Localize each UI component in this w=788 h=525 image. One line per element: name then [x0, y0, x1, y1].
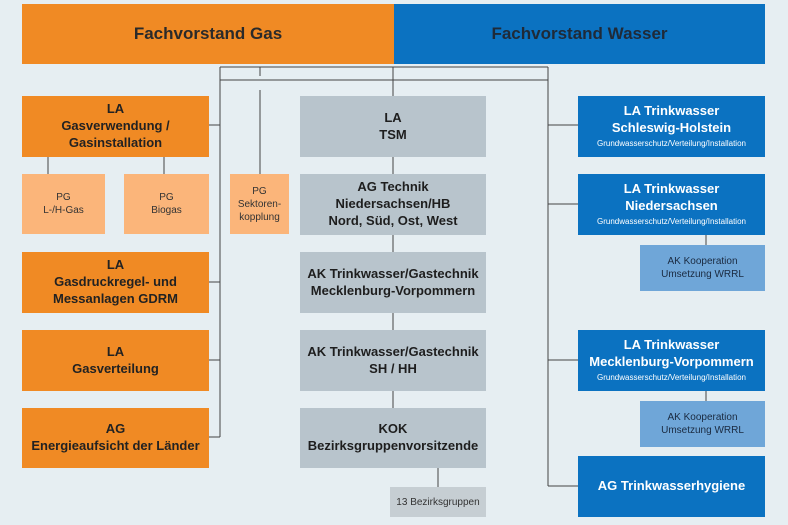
box-subline: Grundwasserschutz/Verteilung/Installatio…: [597, 373, 746, 383]
box-line: PG: [56, 192, 71, 203]
box-pg-biogas: PG Biogas: [124, 174, 209, 234]
box-line: Gasdruckregel- und: [54, 274, 177, 290]
header-gas-label: Fachvorstand Gas: [133, 23, 283, 43]
box-subline: Grundwasserschutz/Verteilung/Installatio…: [597, 139, 746, 149]
box-line: Niedersachsen: [625, 198, 718, 214]
box-line: AK Trinkwasser/Gastechnik: [307, 265, 479, 281]
box-line: AK Kooperation: [667, 256, 738, 267]
box-la-gasdruck: LA Gasdruckregel- und Messanlagen GDRM: [22, 252, 209, 313]
box-line: Umsetzung WRRL: [661, 425, 744, 436]
box-line: Mecklenburg-Vorpommern: [310, 282, 476, 298]
box-line: Gasverwendung /: [61, 118, 170, 134]
box-la-trinkwasser-mv: LA Trinkwasser Mecklenburg-Vorpommern Gr…: [578, 330, 765, 391]
box-line: Sektoren-: [237, 198, 282, 210]
box-pg-lh-gas: PG L-/H-Gas: [22, 174, 105, 234]
box-ak-kooperation-2: AK Kooperation Umsetzung WRRL: [640, 401, 765, 447]
header-fachvorstand-wasser: Fachvorstand Wasser: [394, 4, 765, 64]
header-fachvorstand-gas: Fachvorstand Gas: [22, 4, 394, 64]
box-line: LA Trinkwasser: [623, 103, 720, 119]
box-line: Bezirksgruppenvorsitzende: [307, 438, 479, 453]
box-line: AG Trinkwasserhygiene: [597, 478, 746, 494]
box-la-gasverteilung: LA Gasverteilung: [22, 330, 209, 391]
box-line: Schleswig-Holstein: [611, 120, 732, 136]
box-line: PG: [159, 192, 174, 203]
box-la-tsm: LA TSM: [300, 96, 486, 157]
header-wasser-label: Fachvorstand Wasser: [491, 23, 668, 43]
box-ag-technik: AG Technik Niedersachsen/HB Nord, Süd, O…: [300, 174, 486, 235]
box-line: Nord, Süd, Ost, West: [328, 212, 458, 228]
box-la-trinkwasser-sh: LA Trinkwasser Schleswig-Holstein Grundw…: [578, 96, 765, 157]
box-pg-sektorenkopplung: PG Sektoren- kopplung: [230, 174, 289, 234]
box-line: kopplung: [239, 211, 280, 223]
box-line: Umsetzung WRRL: [661, 269, 744, 280]
box-line: LA Trinkwasser: [623, 337, 720, 353]
box-line: AG: [105, 421, 126, 437]
box-line: TSM: [379, 126, 407, 142]
box-line: AK Trinkwasser/Gastechnik: [307, 343, 479, 359]
box-line: 13 Bezirksgruppen: [396, 496, 480, 508]
box-line: KOK: [378, 421, 408, 437]
box-ak-sh: AK Trinkwasser/Gastechnik SH / HH: [300, 330, 486, 391]
box-line: LA Trinkwasser: [623, 181, 720, 197]
box-line: Gasinstallation: [68, 134, 163, 150]
box-line: Mecklenburg-Vorpommern: [589, 354, 754, 370]
box-line: LA: [106, 343, 125, 359]
box-line: AG Technik Niedersachsen/HB: [335, 179, 451, 212]
box-line: L-/H-Gas: [43, 205, 84, 216]
box-ak-kooperation-1: AK Kooperation Umsetzung WRRL: [640, 245, 765, 291]
box-line: Biogas: [151, 205, 182, 216]
box-line: LA: [384, 109, 402, 125]
box-line: Messanlagen GDRM: [53, 290, 178, 306]
box-ak-mv: AK Trinkwasser/Gastechnik Mecklenburg-Vo…: [300, 252, 486, 313]
box-line: LA: [106, 257, 125, 273]
box-ag-energieaufsicht: AG Energieaufsicht der Länder: [22, 408, 209, 468]
box-line: LA: [106, 101, 125, 117]
box-line: Gasverteilung: [72, 360, 159, 376]
box-line: PG: [252, 185, 267, 197]
box-kok: KOK Bezirksgruppenvorsitzende: [300, 408, 486, 468]
box-la-gasverwendung: LA Gasverwendung / Gasinstallation: [22, 96, 209, 157]
box-la-trinkwasser-ni: LA Trinkwasser Niedersachsen Grundwasser…: [578, 174, 765, 235]
box-line: Energieaufsicht der Länder: [31, 438, 200, 453]
box-ag-trinkwasserhygiene: AG Trinkwasserhygiene: [578, 456, 765, 517]
box-subline: Grundwasserschutz/Verteilung/Installatio…: [597, 217, 746, 227]
box-bezirksgruppen: 13 Bezirksgruppen: [390, 487, 486, 517]
box-line: SH / HH: [369, 360, 417, 376]
box-line: AK Kooperation: [667, 412, 738, 423]
